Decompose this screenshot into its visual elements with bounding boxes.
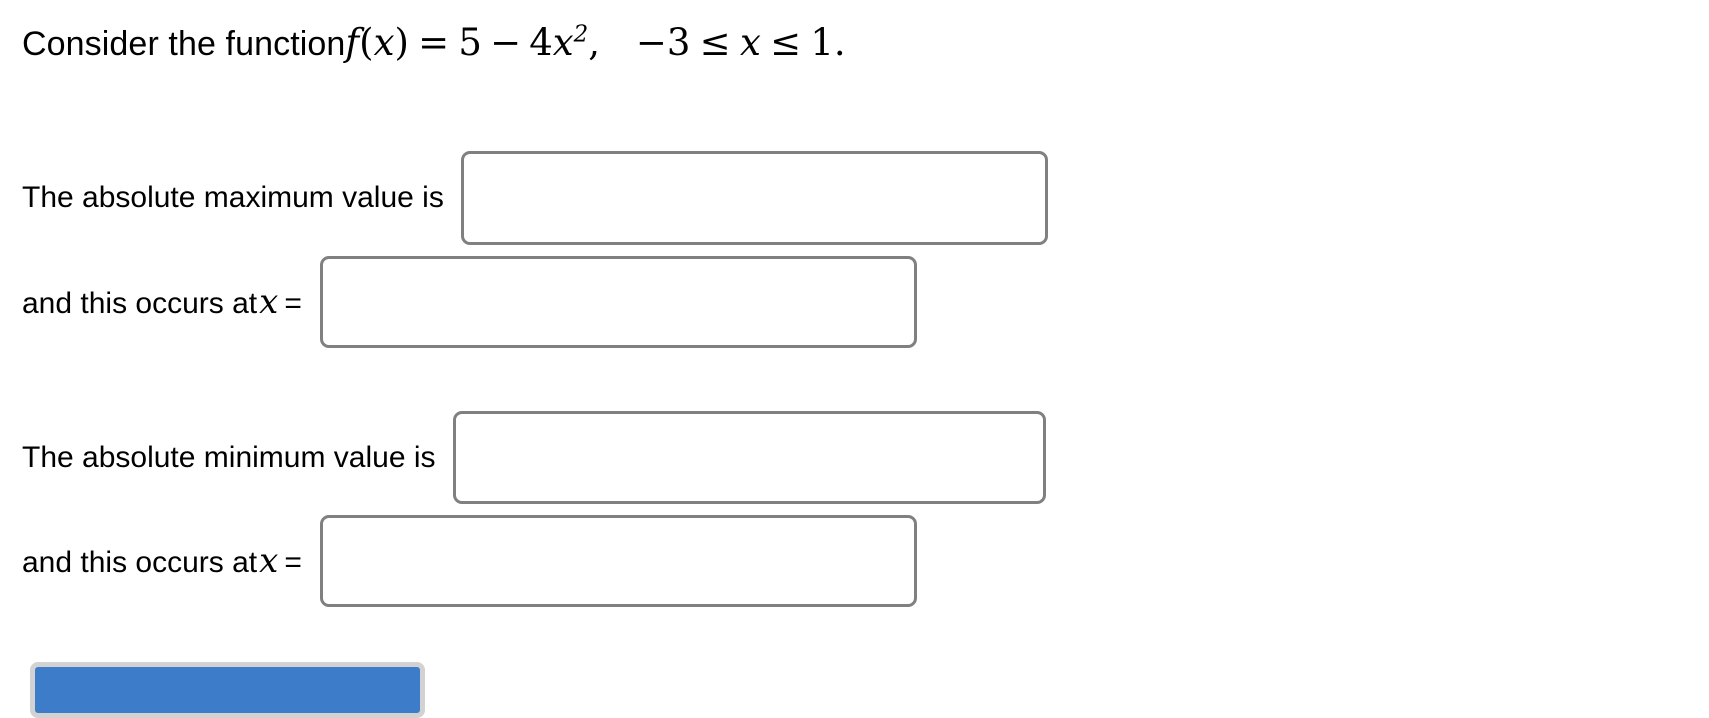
absolute-maximum-location-row: and this occurs at x = [22, 256, 917, 348]
absolute-maximum-location-input[interactable] [319, 256, 917, 348]
absolute-minimum-location-label: and this occurs at x = [22, 544, 302, 578]
problem-intro-text: Consider the function [22, 25, 346, 63]
less-equal-icon-left: ≤ [699, 21, 731, 64]
absolute-maximum-location-variable: x [259, 282, 279, 322]
absolute-maximum-value-row: The absolute maximum value is [22, 151, 1048, 245]
coefficient: 4 [529, 21, 553, 64]
absolute-minimum-value-input[interactable] [452, 411, 1046, 504]
upper-bound-value: 1 [810, 21, 834, 64]
period: . [833, 21, 846, 64]
absolute-minimum-location-label-text: and this occurs at [22, 546, 258, 579]
submit-button[interactable] [30, 662, 425, 718]
open-paren: ( [359, 21, 374, 64]
exponent: 2 [573, 21, 589, 48]
close-paren: ) [394, 21, 409, 64]
function-expression: f(x)=5−4x2,−3≤x≤1. [345, 21, 846, 64]
absolute-maximum-value-input[interactable] [460, 151, 1048, 245]
absolute-minimum-location-input[interactable] [319, 515, 917, 607]
function-argument: x [373, 21, 395, 64]
absolute-minimum-location-equals: = [284, 546, 302, 579]
absolute-maximum-value-label: The absolute maximum value is [22, 181, 444, 214]
function-name: f [345, 21, 360, 64]
lower-bound-value: 3 [666, 21, 691, 64]
absolute-minimum-location-variable: x [259, 541, 279, 581]
less-equal-icon-right: ≤ [770, 21, 802, 64]
absolute-maximum-location-equals: = [284, 287, 302, 320]
absolute-maximum-location-label: and this occurs at x = [22, 285, 302, 319]
comma: , [588, 21, 600, 64]
constant-term: 5 [458, 21, 482, 64]
minus-sign: − [490, 21, 522, 64]
lower-bound-negative-sign: − [635, 21, 667, 64]
absolute-minimum-value-label: The absolute minimum value is [22, 440, 436, 474]
exercise-page: Consider the function f(x)=5−4x2,−3≤x≤1.… [22, 21, 1048, 718]
absolute-minimum-value-row: The absolute minimum value is [22, 411, 1046, 504]
equals-sign: = [418, 21, 450, 64]
domain-variable: x [739, 21, 761, 64]
absolute-maximum-location-label-text: and this occurs at [22, 287, 258, 320]
problem-statement: Consider the function f(x)=5−4x2,−3≤x≤1. [22, 21, 846, 64]
quadratic-variable: x [552, 21, 574, 64]
absolute-minimum-location-row: and this occurs at x = [22, 515, 917, 607]
